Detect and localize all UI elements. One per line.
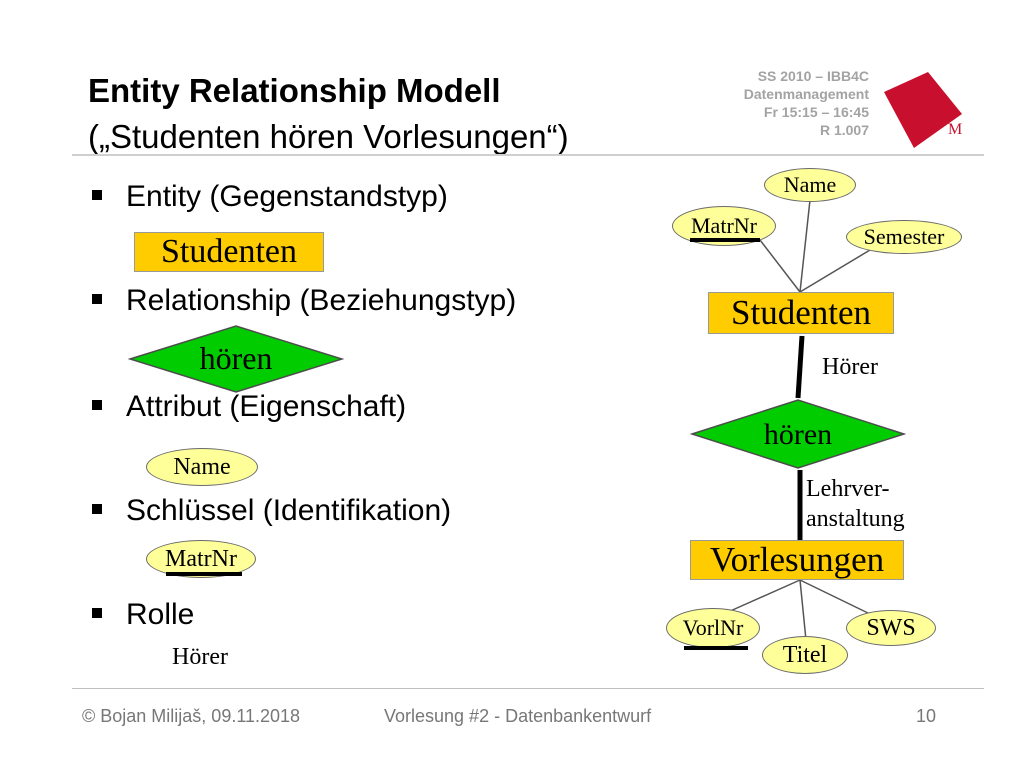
diagram-attr-matrnr-label: MatrNr [691,213,757,238]
connector-line [799,199,811,293]
diagram-relationship-label: hören [764,418,832,451]
bullet-role: Rolle [92,598,194,632]
course-info-line: R 1.007 [819,122,869,138]
example-key-label: MatrNr [165,545,237,572]
role-line: anstaltung [806,506,905,532]
bullet-square-icon [92,190,102,201]
diagram-attr-name: Name [764,168,856,202]
key-underline [690,238,760,242]
example-attribute-label: Name [173,453,231,480]
slide-title: Entity Relationship Modell [88,72,501,109]
diagram-attr-sws-label: SWS [866,614,916,641]
bullet-label: Schlüssel (Identifikation) [126,494,452,527]
footer-divider [72,688,984,689]
bullet-square-icon [92,400,102,411]
example-entity-box: Studenten [134,232,324,272]
bullet-attribute: Attribut (Eigenschaft) [92,390,406,424]
key-underline [166,572,242,576]
course-info-line: SS 2010 – IBB4C [757,68,869,84]
connector-line [799,249,871,293]
course-info-line: Fr 15:15 – 16:45 [763,104,869,120]
bullet-square-icon [92,294,102,305]
connector-line [799,579,807,641]
slide-subtitle: („Studenten hören Vorlesungen“) [88,118,569,155]
diagram-attr-vorlnr-label: VorlNr [682,615,744,640]
bullet-label: Relationship (Beziehungstyp) [126,284,517,317]
bullet-square-icon [92,608,102,619]
bullet-entity: Entity (Gegenstandstyp) [92,180,448,214]
diagram-attr-titel: Titel [762,636,848,674]
example-attribute-oval: Name [146,448,258,486]
footer-lecture: Vorlesung #2 - Datenbankentwurf [384,706,652,726]
example-role-label: Hörer [172,644,228,670]
header-divider [72,154,984,156]
example-relationship-label: hören [200,340,273,376]
connector-line [727,579,801,613]
diagram-attr-vorlnr: VorlNr [666,608,760,648]
footer-page-number: 10 [916,706,937,726]
diagram-attr-titel-label: Titel [782,641,828,668]
diagram-attr-sws: SWS [846,610,936,646]
diagram-attr-semester: Semester [846,220,962,254]
connector-line [759,239,801,293]
example-key-oval: MatrNr [146,540,256,578]
example-relationship-diamond: hören [128,325,344,393]
diagram-entity-vorlesungen: Vorlesungen [690,540,904,580]
role-line: Lehrver- [806,476,890,502]
connector-line [799,579,871,615]
diagram-attr-name-label: Name [783,172,837,197]
logo-letter: M [948,121,962,138]
key-underline [684,646,748,650]
diagram-role-lehrveranstaltung: Lehrver- anstaltung [806,474,905,534]
course-info-line: Datenmanagement [743,86,869,102]
diagram-entity-studenten: Studenten [708,292,894,334]
bullet-key: Schlüssel (Identifikation) [92,494,451,528]
bullet-label: Entity (Gegenstandstyp) [126,180,448,213]
bullet-relationship: Relationship (Beziehungstyp) [92,284,516,318]
bullet-square-icon [92,504,102,515]
logo-mark [884,72,962,148]
footer-copyright: © Bojan Milijaš, 09.11.2018 [82,706,301,726]
diagram-attr-semester-label: Semester [863,224,945,249]
connector-line [795,335,805,399]
bullet-label: Attribut (Eigenschaft) [126,390,407,423]
university-logo: M [884,72,962,148]
diagram-role-hoerer: Hörer [822,354,878,380]
bullet-label: Rolle [126,598,195,631]
diagram-relationship-diamond: hören [690,399,906,469]
course-info: SS 2010 – IBB4C Datenmanagement Fr 15:15… [744,67,869,139]
